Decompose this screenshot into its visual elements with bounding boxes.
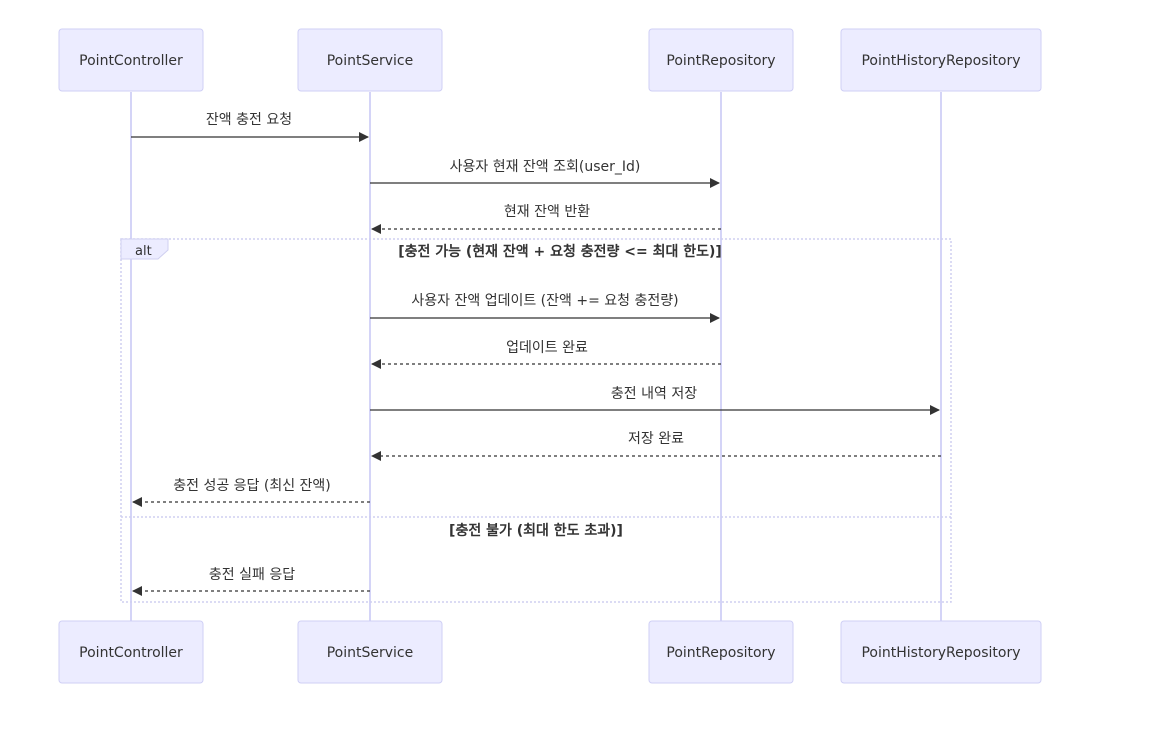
message-label: 업데이트 완료 [506,340,588,356]
message-save-history: 충전 내역 저장 [370,386,940,415]
actor-box [840,28,1042,92]
message-charge-failure-response: 충전 실패 응답 [132,567,370,596]
actor-box [297,28,443,92]
actor-label: PointService [327,645,414,661]
actor-point-repository-top[interactable]: PointRepository [648,28,794,92]
actor-label: PointController [79,645,183,661]
message-charge-request: 잔액 충전 요청 [131,112,369,142]
alt-condition-failure: [충전 불가 (최대 한도 초과)] [449,522,623,539]
message-return-balance: 현재 잔액 반환 [371,204,721,234]
actor-box [648,28,794,92]
message-label: 사용자 현재 잔액 조회(user_Id) [450,159,641,175]
actor-point-service-bottom[interactable]: PointService [297,620,443,684]
actor-box [58,620,204,684]
message-label: 현재 잔액 반환 [504,204,590,220]
actor-label: PointService [327,53,414,69]
actor-box [58,28,204,92]
actor-box [297,620,443,684]
actor-point-controller-bottom[interactable]: PointController [58,620,204,684]
actor-point-controller-top[interactable]: PointController [58,28,204,92]
message-label: 잔액 충전 요청 [206,112,292,128]
message-charge-success-response: 충전 성공 응답 (최신 잔액) [132,478,370,507]
message-query-balance: 사용자 현재 잔액 조회(user_Id) [370,159,720,188]
actor-label: PointRepository [666,53,775,69]
message-label: 충전 실패 응답 [209,567,295,583]
actor-point-history-repository-bottom[interactable]: PointHistoryRepository [840,620,1042,684]
message-save-complete: 저장 완료 [371,431,941,461]
message-update-complete: 업데이트 완료 [371,340,721,369]
message-label: 저장 완료 [628,431,684,447]
alt-frame-label: alt [135,244,152,259]
message-label: 충전 성공 응답 (최신 잔액) [173,478,331,494]
message-label: 충전 내역 저장 [611,386,697,402]
actor-box [648,620,794,684]
actor-point-history-repository-top[interactable]: PointHistoryRepository [840,28,1042,92]
alt-frame: alt [충전 가능 (현재 잔액 + 요청 충전량 <= 최대 한도)] [충… [120,238,952,603]
actor-label: PointRepository [666,645,775,661]
actor-label: PointHistoryRepository [861,645,1020,661]
message-update-balance: 사용자 잔액 업데이트 (잔액 += 요청 충전량) [370,293,720,323]
actor-label: PointController [79,53,183,69]
alt-condition-success: [충전 가능 (현재 잔액 + 요청 충전량 <= 최대 한도)] [398,243,722,260]
actor-label: PointHistoryRepository [861,53,1020,69]
actor-box [840,620,1042,684]
actor-point-repository-bottom[interactable]: PointRepository [648,620,794,684]
alt-frame-tab [120,238,169,260]
message-label: 사용자 잔액 업데이트 (잔액 += 요청 충전량) [411,293,678,309]
actor-point-service-top[interactable]: PointService [297,28,443,92]
alt-frame-border [120,238,952,603]
